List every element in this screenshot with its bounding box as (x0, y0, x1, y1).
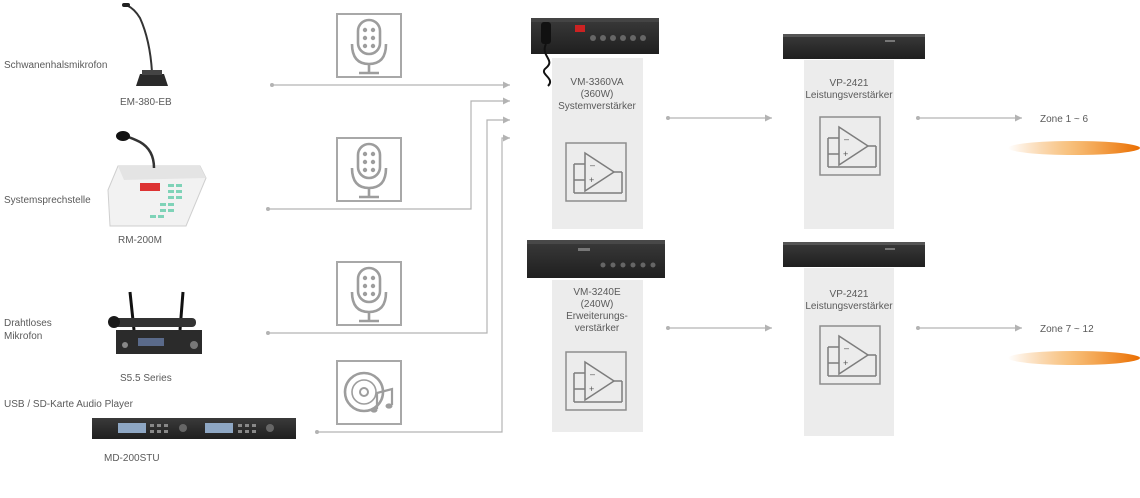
gooseneck-microphone-image (122, 3, 168, 86)
amplifier-symbol-icon (819, 116, 881, 176)
system-amplifier-image (531, 18, 659, 87)
power-amp-model: VP-2421 (830, 289, 869, 300)
source-model: EM-380-EB (120, 97, 172, 108)
expansion-amplifier-image (527, 240, 665, 278)
line-source-2 (268, 97, 510, 210)
usb-sd-player-image (92, 418, 296, 439)
power-amp-type: Leistungsverstärker (805, 90, 893, 101)
power-amp-model: VP-2421 (830, 78, 869, 89)
wireless-microphone-image (108, 291, 202, 354)
zone-accent (1008, 351, 1140, 365)
source-label-line1: Drahtloses (4, 318, 52, 329)
amp-power: (240W) (581, 299, 614, 310)
microphone-icon (336, 261, 402, 326)
source-model: MD-200STU (104, 453, 160, 464)
microphone-icon (336, 137, 402, 202)
amp-model: VM-3240E (573, 287, 621, 298)
microphone-icon (336, 13, 402, 78)
zone-label: Zone 7 ~ 12 (1040, 324, 1094, 335)
signal-lines (268, 81, 1022, 433)
music-disc-icon (336, 360, 402, 425)
amplifier-symbol-icon (819, 325, 881, 385)
power-amplifier-image (783, 34, 925, 59)
zone-accent (1008, 141, 1140, 155)
amp-model: VM-3360VA (570, 77, 624, 88)
source-label: Schwanenhalsmikrofon (4, 60, 107, 71)
amplifier-symbol-icon (565, 351, 627, 411)
source-model: S5.5 Series (120, 373, 172, 384)
amp-type-line2: verstärker (575, 323, 620, 334)
power-amp-type: Leistungsverstärker (805, 301, 893, 312)
amp-type: Systemverstärker (558, 101, 636, 112)
amp-power: (360W) (581, 89, 614, 100)
source-model: RM-200M (118, 235, 162, 246)
amplifier-symbol-icon (565, 142, 627, 202)
line-source-3 (268, 116, 510, 334)
paging-console-image (107, 131, 207, 227)
power-amplifier-image (783, 242, 925, 267)
source-label: USB / SD-Karte Audio Player (4, 399, 134, 410)
source-label: Systemsprechstelle (4, 195, 91, 206)
amp-type-line1: Erweiterungs- (566, 311, 628, 322)
source-label-line2: Mikrofon (4, 331, 42, 342)
zone-label: Zone 1 ~ 6 (1040, 114, 1089, 125)
line-source-4 (317, 134, 510, 433)
